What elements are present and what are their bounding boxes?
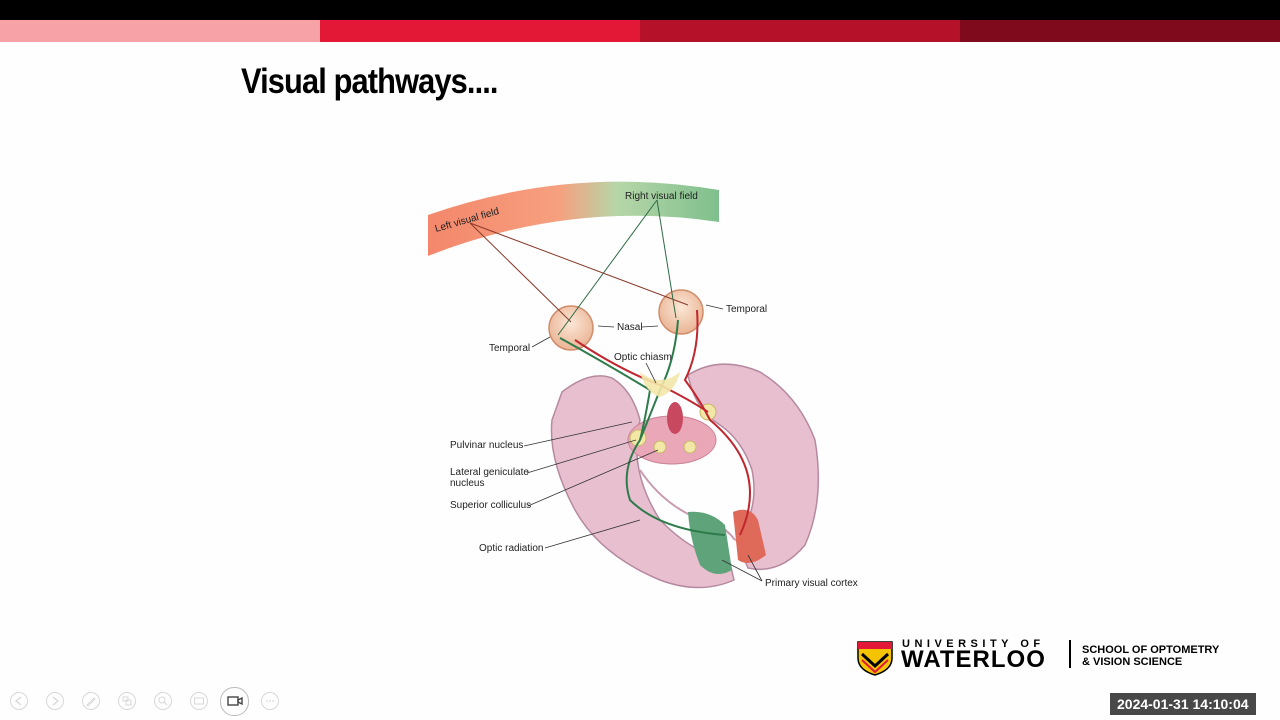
arrow-left-icon: [10, 692, 28, 710]
visual-field-band: [428, 181, 719, 256]
header-stripes: [0, 20, 1280, 42]
university-logo: UNIVERSITY OF WATERLOO SCHOOL OF OPTOMET…: [856, 638, 1256, 678]
label-temporal-left: Temporal: [489, 343, 530, 354]
label-lateral-geniculate-nucleus: nucleus: [450, 478, 484, 489]
label-lateral-geniculate: Lateral geniculate: [450, 467, 529, 478]
light-rays: [469, 199, 689, 336]
subtitles-icon: [190, 692, 208, 710]
next-slide-button[interactable]: [40, 687, 70, 715]
leader-lines: [523, 304, 763, 582]
logo-divider: [1069, 640, 1071, 668]
zoom-button[interactable]: [148, 687, 178, 715]
green-cortex-region: [688, 511, 732, 574]
label-superior-colliculus: Superior colliculus: [450, 500, 531, 511]
school-line-1: SCHOOL OF OPTOMETRY: [1082, 644, 1220, 656]
ventricle: [667, 402, 683, 434]
more-options-button[interactable]: [255, 687, 285, 715]
visual-pathways-diagram: Left visual field Right visual field Tem…: [428, 181, 858, 589]
red-cortex-region: [733, 509, 766, 564]
pen-icon: [82, 692, 100, 710]
label-right-visual-field: Right visual field: [625, 191, 698, 202]
stripe-3: [640, 20, 960, 42]
stripe-1: [0, 20, 320, 42]
subtitles-button[interactable]: [184, 687, 214, 715]
optic-chiasm-shape: [640, 372, 680, 397]
magnifier-icon: [154, 692, 172, 710]
label-pulvinar-nucleus: Pulvinar nucleus: [450, 440, 523, 451]
pen-button[interactable]: [76, 687, 106, 715]
right-eye: [658, 289, 704, 335]
university-of-text: UNIVERSITY OF: [902, 638, 1045, 650]
shield-crest-icon: [857, 641, 893, 676]
optic-nerve-green-left: [559, 337, 726, 536]
slide-title: Visual pathways....: [241, 62, 498, 101]
top-black-bar: [0, 0, 1280, 20]
more-icon: [261, 692, 279, 710]
stripe-2: [320, 20, 640, 42]
stripe-4: [960, 20, 1280, 42]
brain-right-hemisphere: [687, 363, 820, 571]
colliculus-2: [683, 440, 697, 454]
camera-button[interactable]: [220, 686, 249, 716]
waterloo-text: WATERLOO: [901, 646, 1046, 673]
optic-nerve-red-right: [683, 309, 751, 536]
slideshow-toolbar: [4, 686, 285, 716]
school-line-2: & VISION SCIENCE: [1082, 656, 1183, 668]
previous-slide-button[interactable]: [4, 687, 34, 715]
label-nasal: Nasal: [617, 322, 643, 333]
camera-icon: [226, 696, 243, 706]
arrow-right-icon: [46, 692, 64, 710]
slides-icon: [118, 692, 136, 710]
label-optic-radiation: Optic radiation: [479, 543, 543, 554]
label-temporal-right: Temporal: [726, 304, 767, 315]
slide: Visual pathways....: [0, 20, 1280, 720]
label-primary-visual-cortex: Primary visual cortex: [765, 578, 858, 589]
recording-timestamp: 2024-01-31 14:10:04: [1110, 693, 1256, 715]
slides-button[interactable]: [112, 687, 142, 715]
label-optic-chiasm: Optic chiasm: [614, 352, 672, 363]
